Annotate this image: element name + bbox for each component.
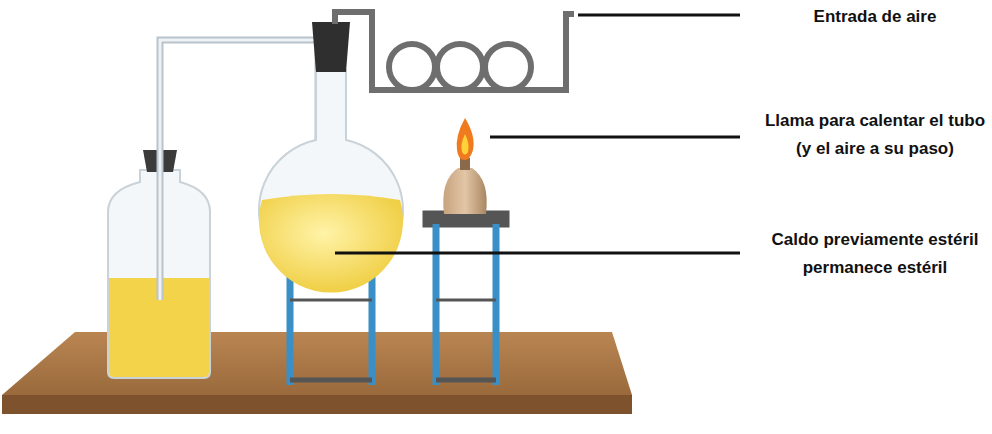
leader-line xyxy=(335,252,740,255)
callout-label: Caldo previamente estéril permanece esté… xyxy=(762,226,988,282)
leader-line xyxy=(335,15,740,253)
leader-line xyxy=(490,136,740,139)
lamp-stand xyxy=(426,214,506,385)
burner xyxy=(443,118,486,214)
callout-label: Llama para calentar el tubo (y el aire a… xyxy=(762,107,988,163)
table xyxy=(2,332,632,414)
leader-line xyxy=(578,14,740,17)
callout-label: Entrada de aire xyxy=(762,3,988,31)
coiled-tube xyxy=(335,12,574,90)
